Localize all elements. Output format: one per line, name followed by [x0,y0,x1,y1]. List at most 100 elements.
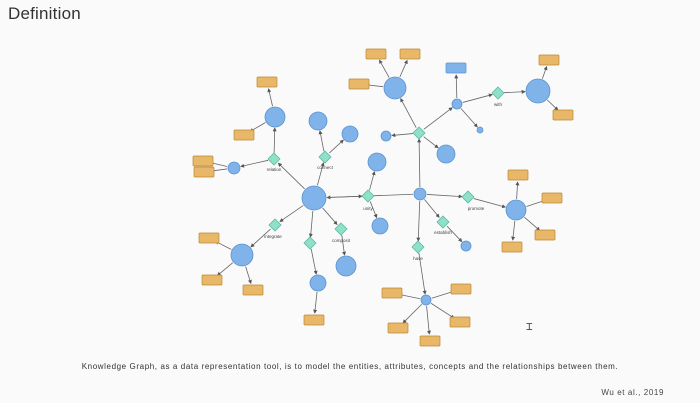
entity-node [367,152,387,172]
graph-edge [400,97,417,128]
relation-node [412,126,426,140]
graph-edge [318,130,325,152]
slide-title: Definition [8,4,81,23]
graph-nodes [192,48,574,347]
entity-node [309,274,327,292]
entity-node [230,243,254,267]
attribute-node [538,54,560,66]
attribute-node [348,78,370,90]
graph-edge [399,59,408,78]
graph-edge [369,201,378,219]
attribute-node [198,232,220,244]
entity-node [301,185,327,211]
graph-edge [402,303,423,324]
slide-caption: Knowledge Graph, as a data representatio… [81,362,619,371]
relation-label: establish [434,230,452,235]
relation-node [411,240,425,254]
graph-edge [423,136,439,149]
entity-node [420,294,432,306]
graph-edge [341,234,347,256]
entity-node [341,125,359,143]
text-cursor-icon: ⌶ [526,320,533,333]
graph-edge [216,262,234,276]
graph-edge [310,248,318,275]
relation-label: promote [468,206,485,211]
graph-edge [462,93,493,103]
graph-edge [446,226,463,243]
entity-node [371,217,389,235]
graph-edge [473,198,507,209]
attribute-node [419,335,441,347]
graph-edge [541,65,548,79]
attribute-node [192,155,214,167]
attribute-node [501,241,523,253]
relation-node [436,215,450,229]
relation-label: composit [332,238,351,243]
relation-node [361,189,375,203]
graph-edge [418,252,427,295]
attribute-node [507,169,529,181]
graph-edge [515,181,520,200]
attribute-node [552,109,574,121]
graph-edge [379,59,390,78]
graph-edge [240,159,269,168]
entity-node [308,111,328,131]
graph-edge [426,194,463,199]
entity-node [264,106,286,128]
graph-edges [209,59,559,335]
graph-edge [454,74,459,99]
graph-edge [308,210,314,238]
entity-node [413,187,427,201]
graph-edge [460,108,478,128]
attribute-node [399,48,421,60]
relation-node [268,218,282,232]
attribute-node [256,76,278,88]
relation-label: connect [317,165,334,170]
attribute-node [445,62,467,74]
attribute-node [365,48,387,60]
graph-edge [322,207,338,225]
attribute-node [449,316,471,328]
entity-node [460,240,472,252]
graph-edge [547,99,559,111]
graph-edge [329,139,344,154]
graph-edge [391,133,414,138]
entity-node [227,161,241,175]
attribute-node [242,284,264,296]
entity-node [436,144,456,164]
entity-node [451,98,463,110]
attribute-node [201,274,223,286]
entity-node [476,126,484,134]
graph-edge [272,127,277,154]
graph-edge [279,205,304,222]
relation-label: have [413,256,423,261]
graph-edge [426,305,431,335]
graph-edge [326,194,363,199]
attribute-node [387,322,409,334]
graph-edge [503,89,526,94]
graph-edge [430,302,455,319]
attribute-node [534,229,556,241]
relation-node [267,152,281,166]
relation-label: with [494,102,502,107]
graph-edge [277,162,305,190]
slide-citation: Wu et al., 2019 [601,388,664,397]
relation-node [318,150,332,164]
attribute-node [303,314,325,326]
relation-label: relation [267,167,282,172]
graph-edge [416,200,421,242]
attribute-node [233,129,255,141]
graph-edge [423,107,453,130]
graph-edge [313,291,318,314]
graph-edge [250,228,271,248]
graph-edge [431,290,455,299]
entity-node [335,255,357,277]
graph-edge [524,216,541,231]
graph-edge [316,162,325,186]
attribute-node [541,192,563,204]
graph-edge [424,199,440,218]
relation-label: integrate [264,234,282,239]
graph-edge [511,220,516,241]
